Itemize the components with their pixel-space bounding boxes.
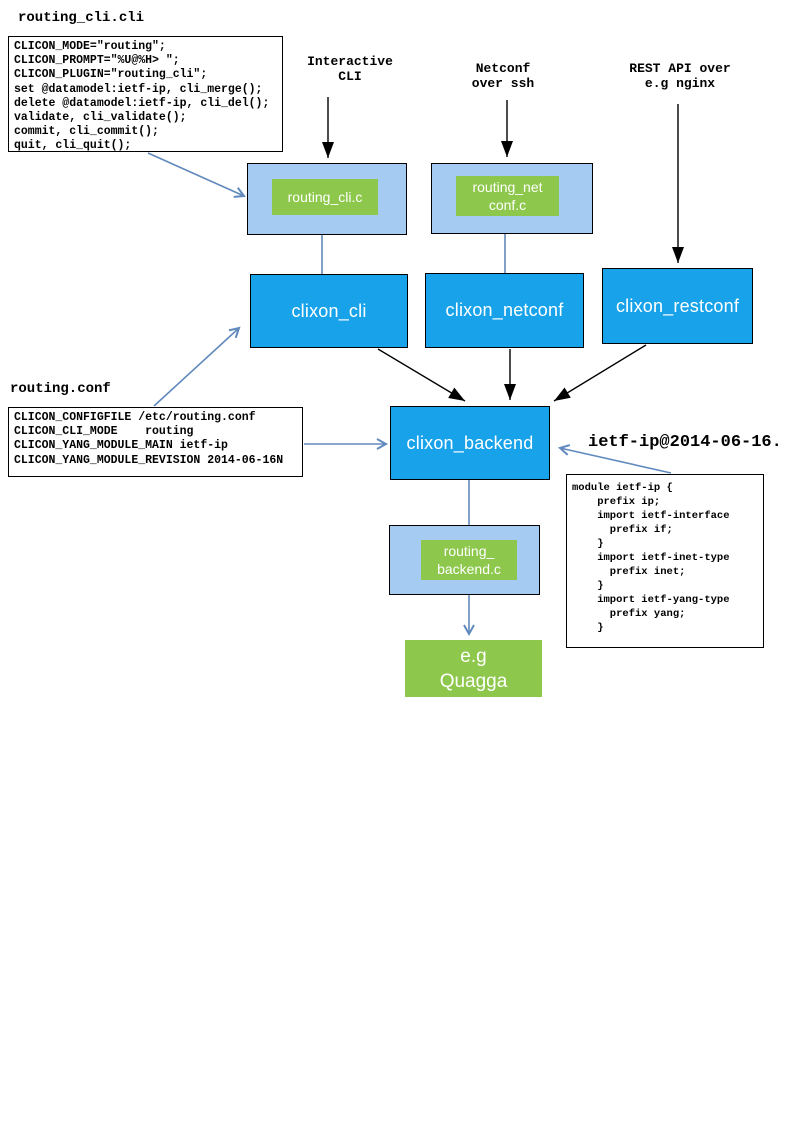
conf-file-title: routing.conf: [10, 381, 111, 397]
backend-plugin-panel: routing_ backend.c: [389, 525, 540, 595]
arrow-conf-to-cli: [153, 326, 241, 407]
routing-netconf-c-node: routing_net conf.c: [456, 176, 559, 216]
netconf-over-ssh-label: Netconf over ssh: [471, 61, 535, 91]
rest-api-label: REST API over e.g nginx: [629, 61, 731, 91]
clixon-cli-node: clixon_cli: [250, 274, 408, 348]
arrow-clifile-to-plugin: [147, 152, 246, 198]
arrow-restconf-to-backend: [553, 344, 647, 402]
cli-file-title: routing_cli.cli: [18, 10, 145, 26]
cli-plugin-panel: routing_cli.c: [247, 163, 407, 235]
clixon-restconf-node: clixon_restconf: [602, 268, 753, 344]
cli-file-code: CLICON_MODE="routing"; CLICON_PROMPT="%U…: [8, 36, 283, 152]
conf-file-code: CLICON_CONFIGFILE /etc/routing.conf CLIC…: [8, 407, 303, 477]
quagga-node: e.g Quagga: [405, 640, 542, 697]
clixon-netconf-node: clixon_netconf: [425, 273, 584, 348]
yang-file-code: module ietf-ip { prefix ip; import ietf-…: [566, 474, 764, 648]
routing-cli-c-node: routing_cli.c: [272, 179, 378, 215]
interactive-cli-label: Interactive CLI: [307, 54, 393, 84]
yang-file-title: ietf-ip@2014-06-16.: [588, 433, 782, 452]
netconf-plugin-panel: routing_net conf.c: [431, 163, 593, 234]
arrow-cli-to-backend: [377, 348, 466, 402]
clixon-backend-node: clixon_backend: [390, 406, 550, 480]
routing-backend-c-node: routing_ backend.c: [421, 540, 517, 580]
